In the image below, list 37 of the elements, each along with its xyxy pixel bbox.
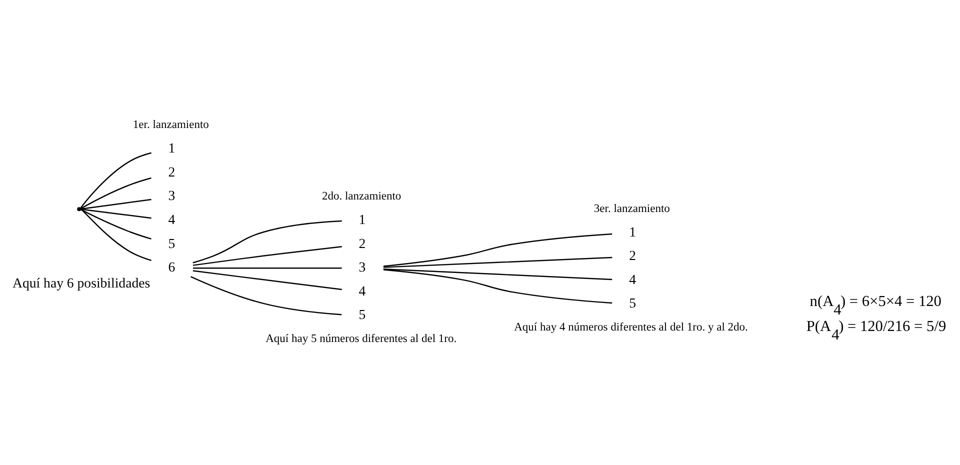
connector (193, 268, 342, 269)
label: 1er. lanzamiento (132, 119, 209, 132)
connector (80, 208, 152, 262)
node-text: 4 (358, 283, 366, 298)
connector (383, 268, 612, 280)
node-text: 5 (168, 236, 176, 251)
label: 3er. lanzamiento (594, 202, 670, 215)
connector (190, 276, 342, 316)
connector (383, 269, 612, 304)
node-text: 5 (358, 307, 366, 322)
connector (383, 256, 612, 268)
node-text: 2 (629, 248, 636, 264)
connector (80, 209, 152, 240)
connector (383, 233, 612, 267)
node-text: 2 (168, 164, 176, 180)
connector (80, 152, 152, 208)
node-point (77, 207, 82, 212)
connector (192, 246, 342, 266)
node-text: 4 (168, 212, 176, 227)
node-text: 6 (168, 260, 176, 275)
node-text: 1 (629, 224, 636, 240)
node-text: 5 (629, 296, 636, 311)
label: Aquí hay 5 números diferentes al del 1ro. (266, 333, 457, 346)
connector (192, 220, 342, 264)
connector (80, 208, 152, 219)
connector (80, 177, 152, 209)
node-text: 3 (358, 260, 366, 275)
node-label: Aquí hay 6 posibilidades (12, 276, 150, 291)
label: 2do. lanzamiento (322, 190, 402, 203)
node-text: 1 (358, 212, 366, 227)
node-text: 2 (358, 236, 366, 251)
node-text: 4 (629, 272, 636, 287)
connector (192, 270, 342, 290)
node-text: 3 (168, 188, 176, 204)
label: Aquí hay 4 números diferentes al del 1ro. y al 2do. (514, 322, 748, 334)
node-text: 1 (168, 140, 176, 156)
connector (80, 198, 152, 210)
